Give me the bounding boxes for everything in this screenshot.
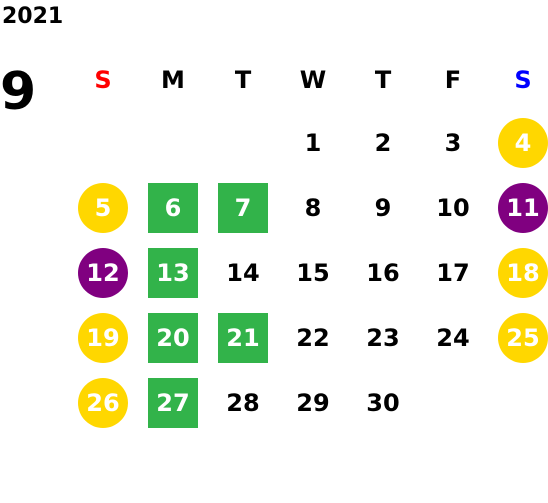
calendar-day-number: 27 (148, 377, 198, 428)
calendar-month: 9 (0, 62, 37, 122)
calendar-day-number: 8 (304, 193, 322, 222)
calendar-day-10[interactable]: 10 (418, 175, 488, 240)
calendar-day-5[interactable]: 5 (68, 175, 138, 240)
calendar-day-number: 4 (498, 117, 548, 168)
calendar-day-number: 30 (366, 388, 400, 417)
calendar-day-number: 7 (218, 182, 268, 233)
calendar-day-number: 25 (498, 312, 548, 363)
calendar-day-15[interactable]: 15 (278, 240, 348, 305)
calendar-week-row: 12 13 14 15 16 17 18 (68, 240, 548, 305)
weekday-label: T (234, 66, 252, 94)
calendar-day-24[interactable]: 24 (418, 305, 488, 370)
calendar-day-18[interactable]: 18 (488, 240, 548, 305)
calendar-day-number: 2 (374, 128, 392, 157)
calendar-day-number: 26 (78, 377, 128, 428)
calendar-day-number: 21 (218, 312, 268, 363)
calendar-week-row: 19 20 21 22 23 24 25 (68, 305, 548, 370)
calendar-day-19[interactable]: 19 (68, 305, 138, 370)
calendar-day-4[interactable]: 4 (488, 110, 548, 175)
calendar-day-number: 15 (296, 258, 330, 287)
calendar-day-17[interactable]: 17 (418, 240, 488, 305)
weekday-label: S (514, 66, 532, 94)
calendar-day-9[interactable]: 9 (348, 175, 418, 240)
calendar-day-2[interactable]: 2 (348, 110, 418, 175)
calendar-day-21[interactable]: 21 (208, 305, 278, 370)
calendar-day-16[interactable]: 16 (348, 240, 418, 305)
calendar-day-number: 14 (226, 258, 260, 287)
calendar-day-number: 5 (78, 182, 128, 233)
calendar-day-23[interactable]: 23 (348, 305, 418, 370)
calendar-day-20[interactable]: 20 (138, 305, 208, 370)
calendar-day-number: 20 (148, 312, 198, 363)
calendar-year: 2021 (2, 4, 64, 29)
calendar-day-29[interactable]: 29 (278, 370, 348, 435)
weekday-label: W (299, 66, 327, 94)
calendar-week-row: 26 27 28 29 30 (68, 370, 548, 435)
calendar-day-number: 3 (444, 128, 462, 157)
calendar-day-27[interactable]: 27 (138, 370, 208, 435)
calendar-day-12[interactable]: 12 (68, 240, 138, 305)
calendar-day-number: 16 (366, 258, 400, 287)
calendar-week-row: 1 2 3 4 (68, 110, 548, 175)
calendar-day-number: 6 (148, 182, 198, 233)
weekday-label: S (94, 66, 112, 94)
calendar-day-3[interactable]: 3 (418, 110, 488, 175)
calendar-day-30[interactable]: 30 (348, 370, 418, 435)
calendar-day-28[interactable]: 28 (208, 370, 278, 435)
calendar-day-6[interactable]: 6 (138, 175, 208, 240)
calendar-day-number: 23 (366, 323, 400, 352)
weekday-label: T (374, 66, 392, 94)
calendar-day-number: 29 (296, 388, 330, 417)
calendar-day-number: 28 (226, 388, 260, 417)
weekday-label: M (161, 66, 185, 94)
calendar-day-number: 11 (498, 182, 548, 233)
calendar-day-number: 12 (78, 247, 128, 298)
calendar-day-number: 22 (296, 323, 330, 352)
calendar-day-number: 1 (304, 128, 322, 157)
calendar-day-number: 19 (78, 312, 128, 363)
calendar-day-13[interactable]: 13 (138, 240, 208, 305)
calendar-day-22[interactable]: 22 (278, 305, 348, 370)
calendar-day-number: 9 (374, 193, 392, 222)
calendar-day-8[interactable]: 8 (278, 175, 348, 240)
calendar-day-number: 13 (148, 247, 198, 298)
weekday-label: F (444, 66, 462, 94)
calendar-day-number: 17 (436, 258, 470, 287)
calendar-day-7[interactable]: 7 (208, 175, 278, 240)
calendar-day-26[interactable]: 26 (68, 370, 138, 435)
calendar-day-1[interactable]: 1 (278, 110, 348, 175)
calendar-day-25[interactable]: 25 (488, 305, 548, 370)
calendar-day-number: 10 (436, 193, 470, 222)
calendar-day-14[interactable]: 14 (208, 240, 278, 305)
calendar-day-number: 24 (436, 323, 470, 352)
calendar-day-number: 18 (498, 247, 548, 298)
calendar-day-11[interactable]: 11 (488, 175, 548, 240)
